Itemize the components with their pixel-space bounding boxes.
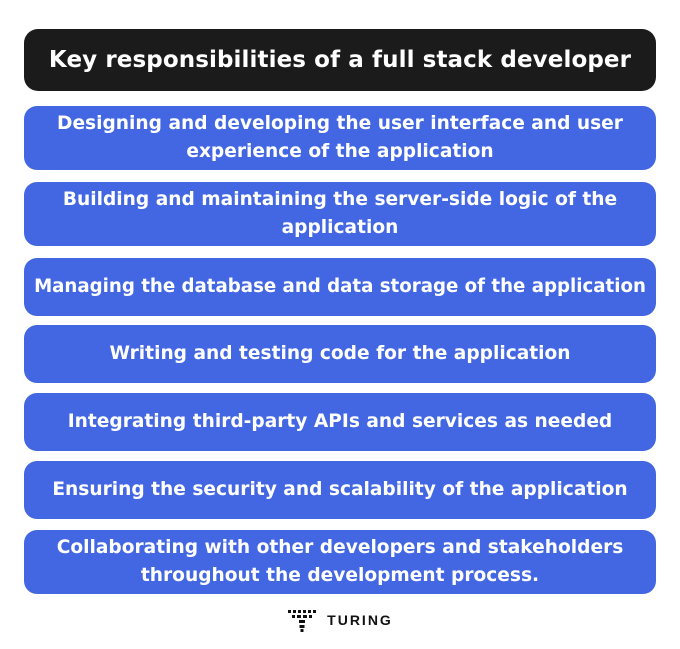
responsibility-text-line: experience of the application [186, 141, 494, 162]
responsibility-text-line: throughout the development process. [140, 565, 540, 586]
responsibility-text-line: Integrating third-party APIs and service… [67, 411, 613, 432]
responsibility-box-collaboration: Collaborating with other developers and … [24, 530, 656, 594]
responsibility-text-line: Building and maintaining the server-side… [62, 189, 618, 210]
responsibility-box-ui-ux: Designing and developing the user interf… [24, 106, 656, 170]
responsibility-text-line: Designing and developing the user interf… [57, 113, 623, 134]
responsibility-box-database: Managing the database and data storage o… [24, 258, 656, 316]
responsibility-text-line: Collaborating with other developers and … [56, 537, 624, 558]
brand-name: TURING [327, 612, 393, 628]
responsibility-text-line: Managing the database and data storage o… [34, 276, 646, 297]
turing-logo-icon [288, 610, 317, 632]
responsibility-text-line: Ensuring the security and scalability of… [52, 479, 628, 500]
page-title: Key responsibilities of a full stack dev… [48, 47, 632, 73]
brand-footer: TURING [0, 606, 680, 634]
responsibility-text-line: application [281, 217, 399, 238]
title-banner: Key responsibilities of a full stack dev… [24, 29, 656, 91]
responsibility-box-security: Ensuring the security and scalability of… [24, 461, 656, 519]
responsibility-box-code-testing: Writing and testing code for the applica… [24, 325, 656, 383]
responsibility-box-server-side: Building and maintaining the server-side… [24, 182, 656, 246]
responsibility-box-apis: Integrating third-party APIs and service… [24, 393, 656, 451]
responsibility-text-line: Writing and testing code for the applica… [109, 343, 571, 364]
